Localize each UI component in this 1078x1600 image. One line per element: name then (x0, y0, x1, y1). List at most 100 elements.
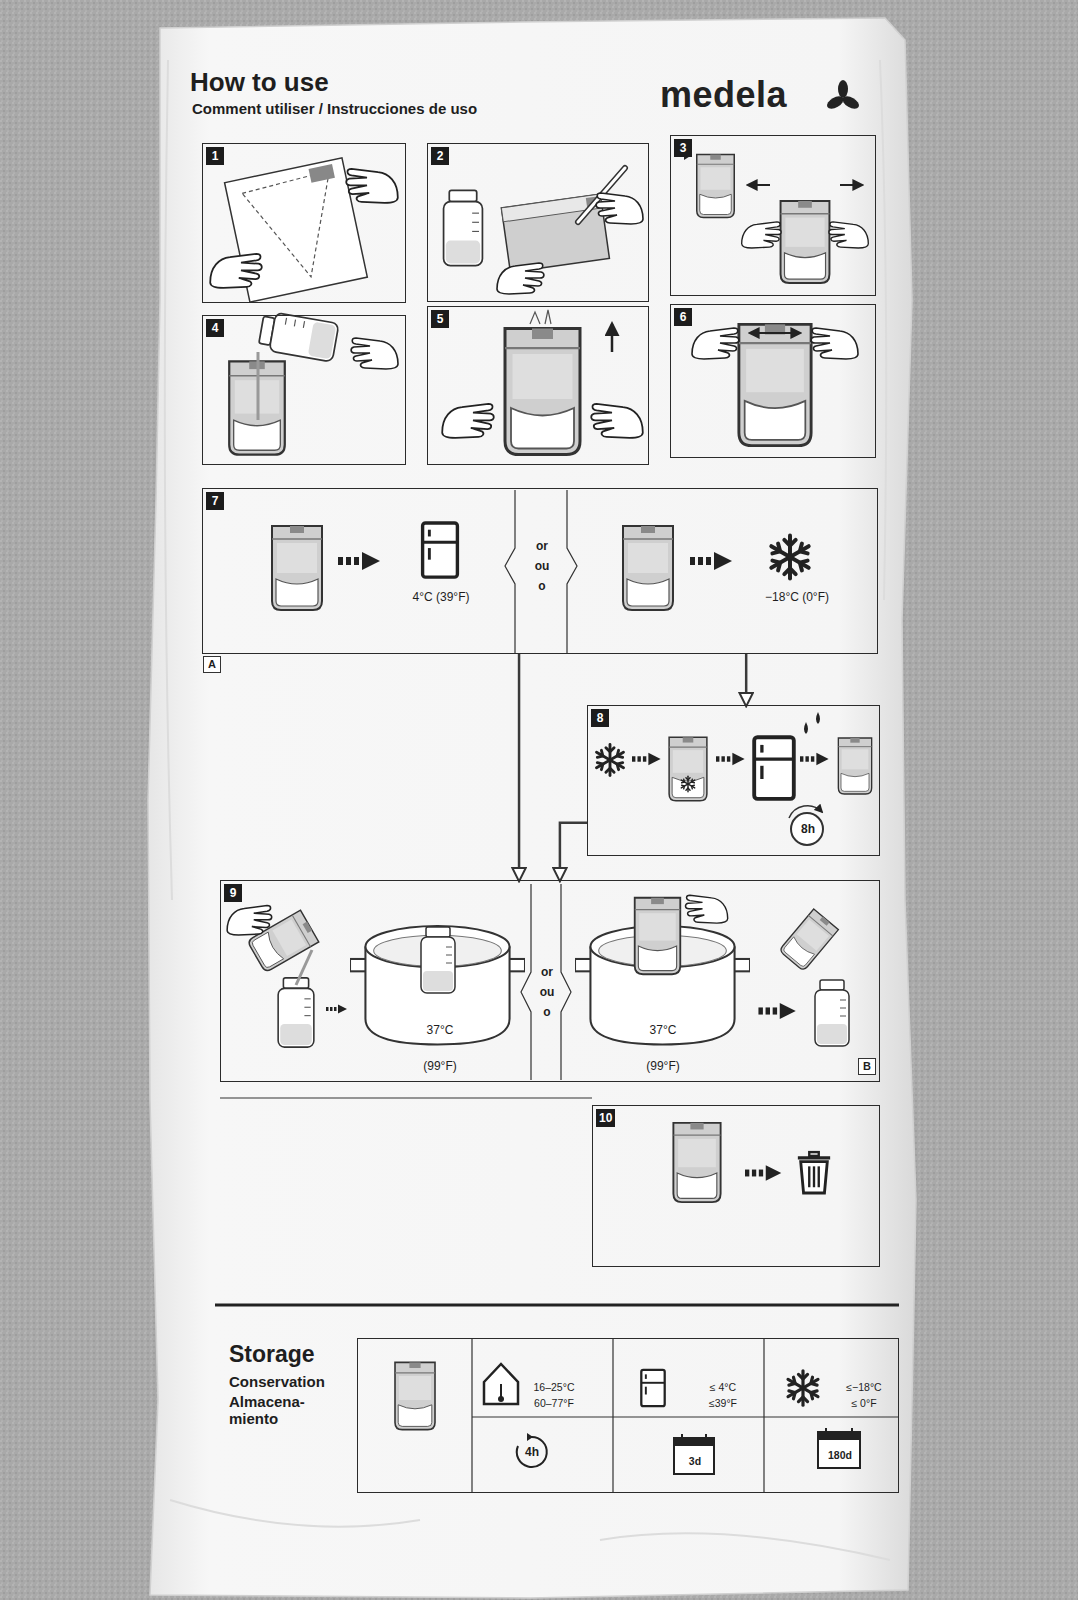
illustration-part (530, 310, 551, 324)
step-number: 9 (224, 884, 242, 902)
illustration-part (623, 526, 673, 610)
storage-heading: Conservation (229, 1373, 347, 1390)
illustration-part (825, 94, 846, 112)
illustration-part (444, 190, 483, 265)
step7-art (272, 490, 812, 654)
illustration-part (851, 1428, 853, 1434)
step9-art (227, 884, 849, 1080)
step-panel: 10 (592, 1105, 880, 1267)
illustration-part (791, 813, 823, 845)
flow-connector (518, 654, 521, 880)
step-number: 8 (591, 709, 609, 727)
illustration-part (800, 753, 829, 765)
step-panel: 4 (202, 315, 406, 465)
duration-label: 180d (828, 1449, 852, 1461)
illustration-part (351, 338, 398, 369)
step-panel: 937°C(99°F)orouo37°C(99°F) (220, 880, 880, 1082)
illustration-part (350, 926, 525, 1044)
step-panel: 2 (427, 143, 649, 302)
or-word: or (536, 540, 548, 554)
temperature-label: ≤39°F (709, 1397, 737, 1409)
flow-connector (745, 654, 748, 705)
path-tag: A (203, 656, 221, 673)
step-number: 4 (206, 319, 224, 337)
illustration-part (594, 744, 625, 775)
step6-art (692, 324, 858, 445)
illustration-part (789, 806, 822, 818)
illustration-part (673, 1123, 720, 1202)
illustration-part (165, 60, 172, 900)
illustration-part (395, 1362, 435, 1429)
duration-label: 3d (689, 1455, 701, 1467)
step-number: 10 (596, 1109, 615, 1127)
illustration-part (750, 332, 800, 334)
temperature-label: (99°F) (646, 1060, 679, 1074)
illustration-part (632, 753, 661, 765)
temperature-label: 37°C (650, 1024, 677, 1038)
step3-art (684, 150, 868, 283)
illustration-part (227, 906, 272, 935)
duration-label: 4h (525, 1446, 539, 1460)
or-word: or (541, 966, 553, 980)
illustration-part (497, 263, 544, 294)
temperature-label: 4°C (39°F) (413, 591, 470, 605)
or-word: ou (535, 560, 550, 574)
step1-art (210, 158, 398, 302)
illustration-part (680, 776, 696, 792)
step-panel: 6 (670, 304, 876, 458)
step-panel: 88h (587, 705, 880, 856)
illustration-part (779, 909, 838, 971)
illustration-part (612, 1338, 613, 1492)
illustration-part (686, 895, 728, 923)
illustration-part (742, 222, 781, 248)
illustration-part (442, 404, 494, 438)
step10-art (673, 1123, 830, 1202)
temperature-label: −18°C (0°F) (765, 591, 829, 605)
illustration-part (804, 712, 820, 734)
illustration-part (210, 254, 262, 288)
step-number: 6 (674, 308, 692, 326)
illustration-part (278, 978, 314, 1047)
storage-heading: Almacena- miento (229, 1393, 347, 1428)
title: How to use (190, 68, 329, 98)
illustration-part (258, 311, 339, 362)
illustration-part (754, 737, 794, 799)
illustration-part (272, 526, 322, 610)
temperature-label: (99°F) (423, 1060, 456, 1074)
illustration-part (838, 80, 848, 98)
illustration-part (421, 927, 455, 993)
or-word: ou (540, 986, 555, 1000)
step-number: 3 (674, 139, 692, 157)
illustration-part (815, 980, 849, 1046)
path-tag: B (858, 1058, 876, 1075)
illustration-part (596, 193, 643, 224)
temperature-label: 37°C (427, 1024, 454, 1038)
brand-name: medela (660, 74, 787, 115)
temperature-label: ≤ 4°C (710, 1381, 736, 1393)
illustration-part (818, 1432, 860, 1440)
section-rule (215, 1304, 899, 1307)
step-panel: 74°C (39°F)orouo−18°C (0°F) (202, 488, 878, 654)
step-panel: 1 (202, 143, 406, 303)
illustration-part (674, 1438, 714, 1474)
illustration-part (697, 155, 735, 218)
illustration-part (798, 1152, 830, 1193)
illustration-part (521, 884, 531, 1080)
illustration-part (748, 184, 770, 186)
illustration-part (338, 552, 380, 570)
illustration-part (768, 535, 811, 578)
illustration-part (690, 552, 732, 570)
temperature-label: 16–25°C (534, 1381, 575, 1393)
step-panel: 3 (670, 135, 876, 296)
illustration-part (600, 1533, 890, 1560)
illustration-part (471, 1338, 472, 1492)
illustration-part (170, 1500, 420, 1527)
illustration-part (825, 1428, 827, 1434)
illustration-part (257, 352, 260, 420)
step8-art (594, 712, 871, 845)
step-number: 5 (431, 310, 449, 328)
step2-art (444, 168, 643, 294)
temperature-label: 60–77°F (534, 1397, 574, 1409)
